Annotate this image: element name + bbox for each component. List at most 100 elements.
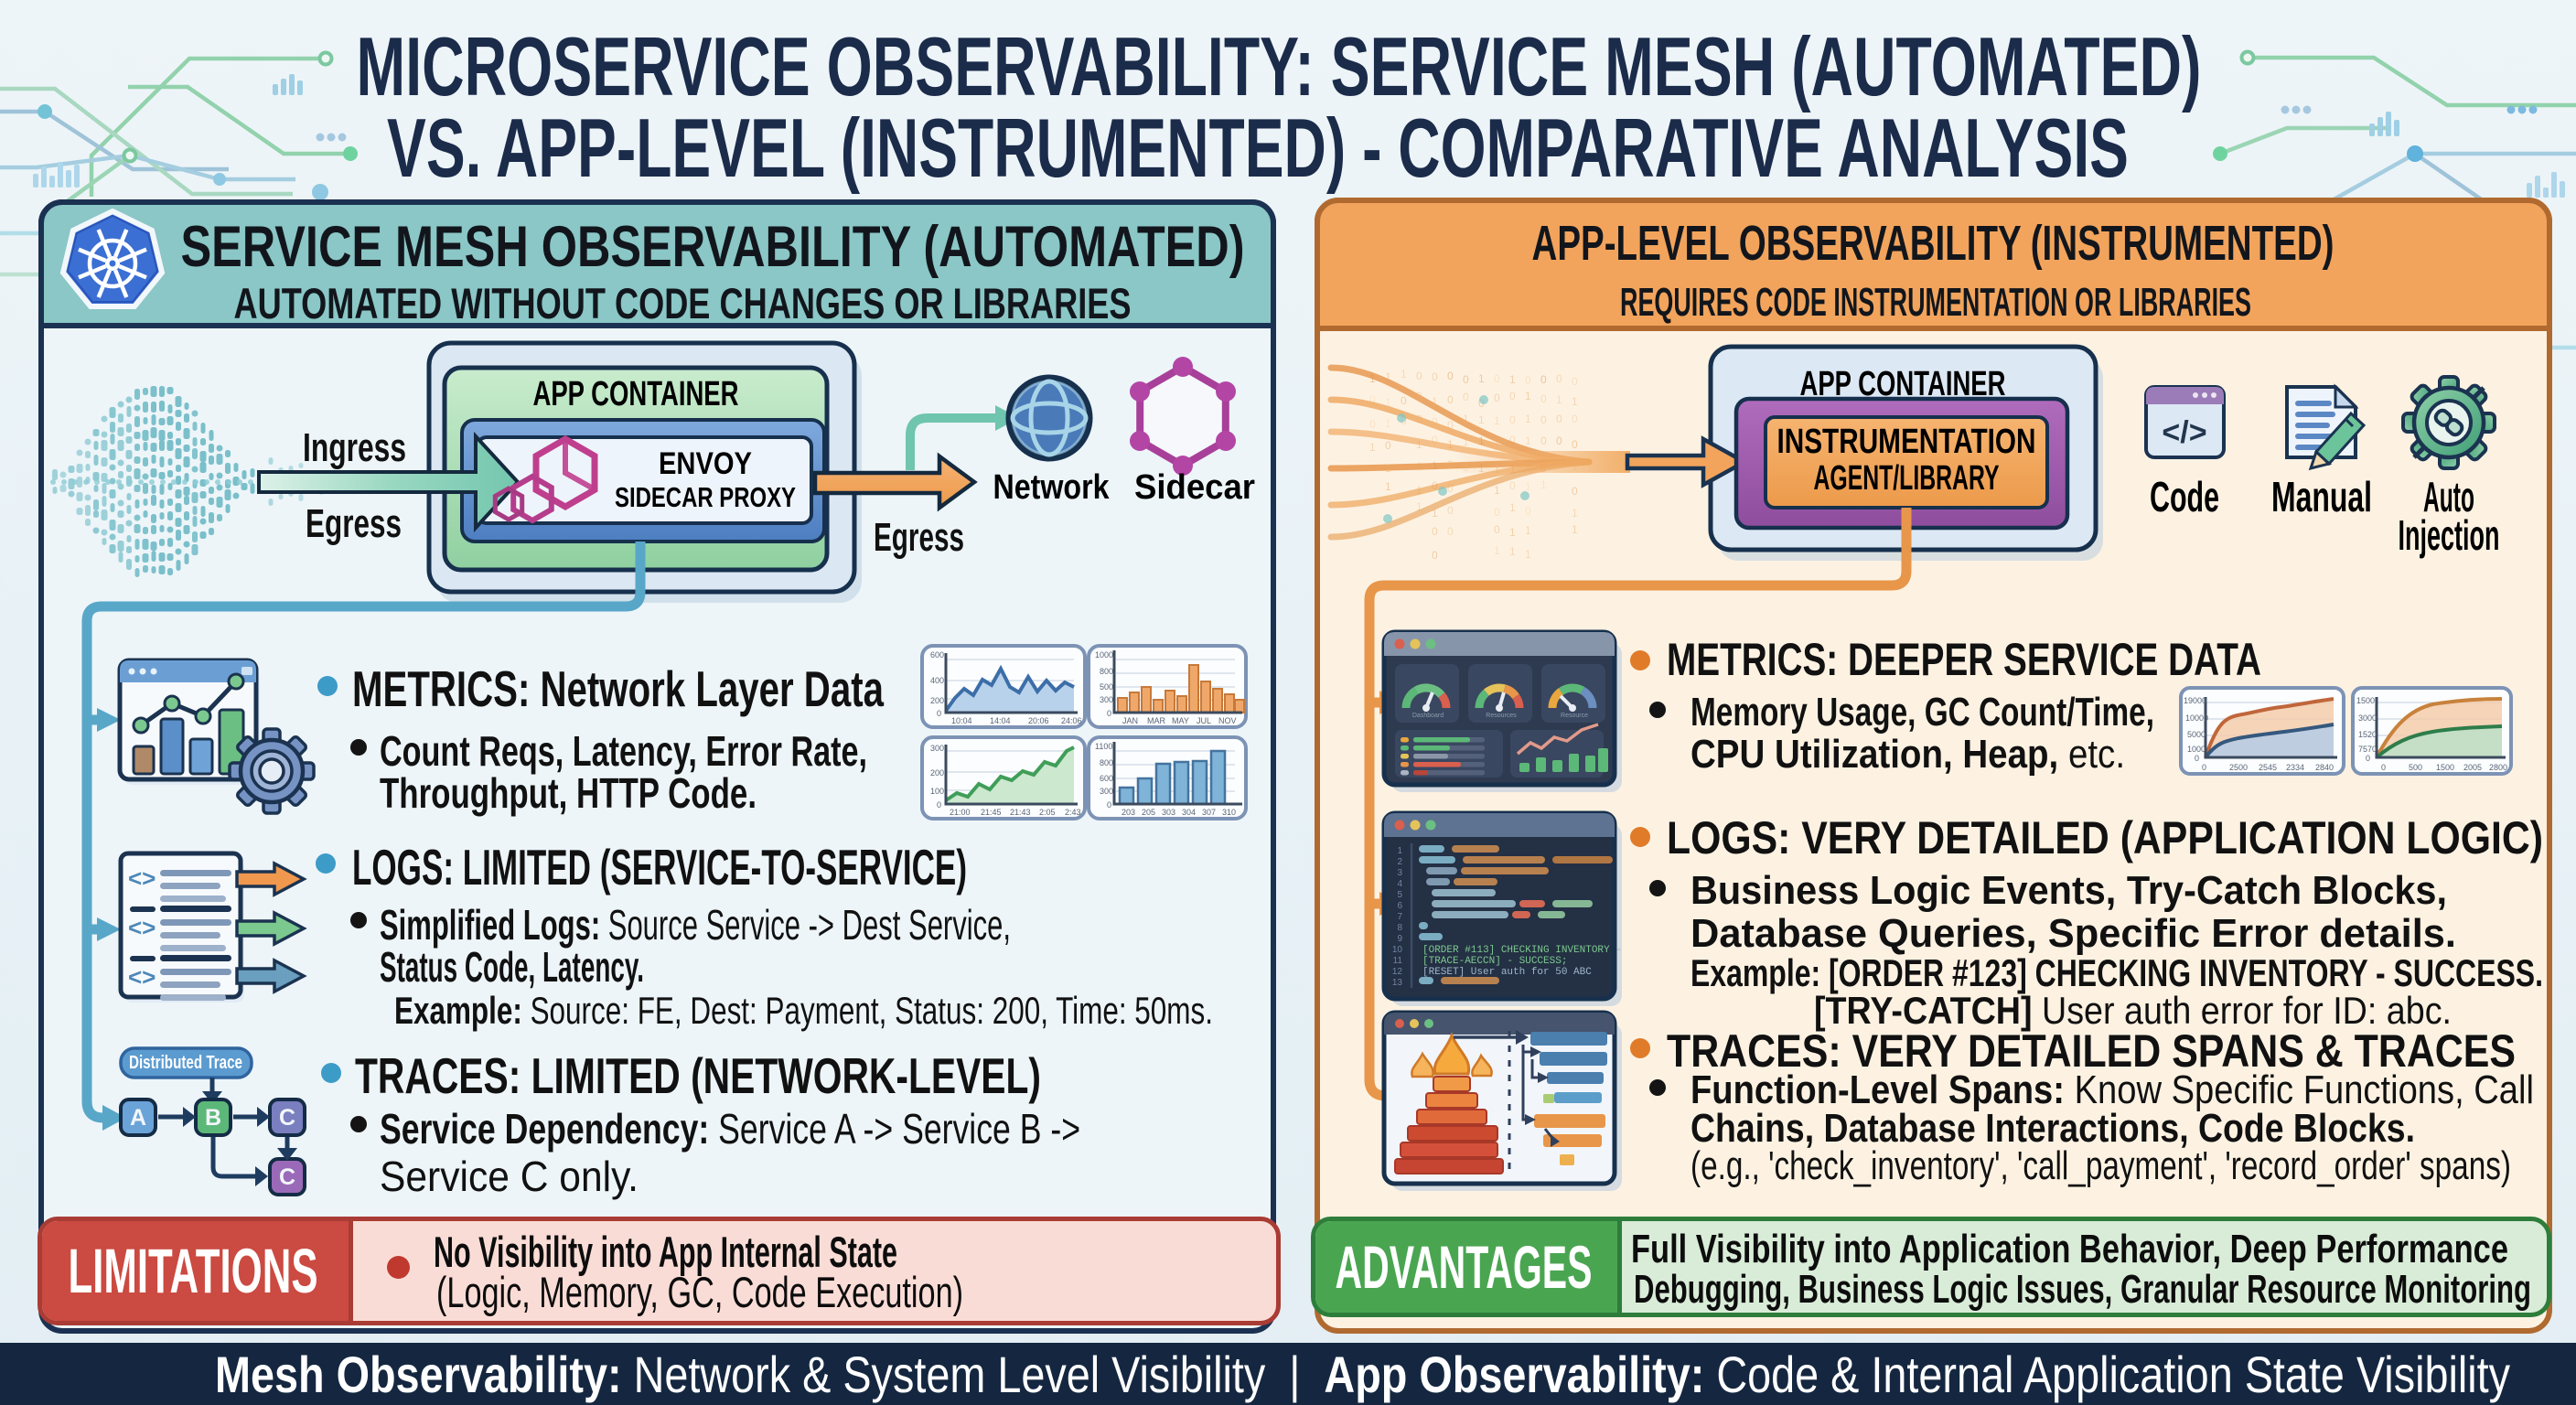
svg-text:Distributed Trace: Distributed Trace [129,1053,242,1073]
svg-text:4: 4 [1397,879,1402,889]
svg-text:0: 0 [1556,372,1562,385]
svg-text:0: 0 [1540,392,1547,405]
svg-text:0: 0 [937,709,941,718]
svg-text:800: 800 [1100,758,1113,767]
svg-text:2: 2 [1397,857,1402,867]
svg-text:<>: <> [128,914,156,941]
svg-text:0: 0 [1509,413,1516,426]
svg-text:1: 1 [1385,462,1391,475]
svg-text:21:00: 21:00 [950,808,971,817]
svg-text:Resource: Resource [1561,713,1588,719]
svg-text:0: 0 [1525,374,1531,387]
svg-text:5: 5 [1397,890,1402,900]
svg-text:1: 1 [1525,480,1531,493]
svg-text:0: 0 [1447,482,1454,495]
svg-text:300: 300 [930,744,944,753]
svg-text:0: 0 [1447,504,1454,517]
svg-text:0: 0 [1432,525,1438,538]
svg-text:1500: 1500 [2356,696,2375,705]
svg-text:1: 1 [1432,395,1438,408]
svg-text:2:05: 2:05 [1039,808,1056,817]
svg-text:1100: 1100 [1095,742,1112,751]
svg-text:1: 1 [1478,434,1485,447]
svg-text:3000: 3000 [2358,713,2377,723]
svg-text:0: 0 [1556,434,1562,447]
svg-text:1: 1 [1369,441,1376,454]
svg-text:C: C [279,1164,295,1190]
svg-text:1: 1 [1509,373,1516,386]
svg-text:0: 0 [1494,523,1500,536]
svg-text:0: 0 [1572,438,1578,451]
svg-text:2500: 2500 [2229,763,2248,772]
svg-text:8: 8 [1397,923,1402,933]
svg-text:0: 0 [1107,709,1111,718]
svg-text:0: 0 [1447,525,1454,538]
svg-text:<>: <> [128,864,156,892]
svg-text:0: 0 [1509,434,1516,446]
svg-text:0: 0 [1540,434,1547,447]
svg-text:2840: 2840 [2315,763,2334,772]
svg-text:0: 0 [1494,506,1500,519]
svg-text:1: 1 [1447,438,1454,451]
svg-text:1500: 1500 [2436,763,2454,772]
svg-text:MAR: MAR [1147,716,1166,725]
svg-text:5000: 5000 [2187,730,2206,739]
svg-text:0: 0 [1494,391,1500,404]
svg-text:0: 0 [1385,439,1391,452]
svg-text:0: 0 [2381,763,2386,772]
svg-text:1: 1 [1385,417,1391,430]
svg-text:0: 0 [1416,460,1422,473]
svg-text:1000: 1000 [2187,745,2206,754]
svg-text:0: 0 [2202,763,2206,772]
svg-text:9: 9 [1397,934,1402,944]
svg-text:21:45: 21:45 [981,808,1002,817]
svg-text:1520: 1520 [2358,730,2377,739]
svg-text:</>: </> [2162,415,2206,450]
svg-text:0: 0 [1540,373,1547,386]
svg-text:0: 0 [2366,754,2370,763]
svg-text:1: 1 [1509,526,1516,539]
svg-text:10: 10 [1392,945,1403,955]
svg-text:1: 1 [1416,500,1422,513]
svg-text:1: 1 [1463,435,1469,448]
svg-text:B: B [205,1105,221,1131]
svg-text:0: 0 [1525,457,1531,470]
svg-text:0: 0 [1447,370,1454,382]
svg-text:MAY: MAY [1172,716,1189,725]
svg-text:1: 1 [1385,480,1391,493]
svg-text:1: 1 [1509,545,1516,558]
svg-text:1: 1 [1525,524,1531,537]
svg-text:303: 303 [1162,808,1175,817]
svg-text:2005: 2005 [2463,763,2482,772]
svg-text:1: 1 [1397,846,1402,856]
svg-text:7570: 7570 [2358,745,2377,754]
svg-text:400: 400 [930,676,944,685]
svg-text:300: 300 [1100,695,1113,704]
svg-text:24:06: 24:06 [1061,716,1082,725]
svg-text:10:04: 10:04 [951,716,972,725]
svg-text:2:43: 2:43 [1065,808,1081,817]
svg-text:1: 1 [1385,370,1391,383]
svg-text:19000: 19000 [2184,696,2206,705]
svg-text:600: 600 [1100,774,1113,783]
svg-text:1: 1 [1416,484,1422,497]
svg-text:500: 500 [1100,682,1113,692]
svg-text:0: 0 [1463,373,1469,386]
svg-text:1: 1 [1494,463,1500,476]
svg-text:0: 0 [1432,549,1438,562]
svg-text:A: A [130,1105,146,1131]
svg-text:304: 304 [1182,808,1196,817]
svg-text:1: 1 [1463,413,1469,425]
svg-text:3: 3 [1397,868,1402,878]
svg-text:1: 1 [1494,440,1500,453]
svg-text:0: 0 [1572,413,1578,425]
svg-text:1: 1 [1525,434,1531,447]
svg-text:0: 0 [1401,394,1407,407]
svg-text:0: 0 [1494,372,1500,385]
svg-text:1: 1 [1525,548,1531,561]
svg-text:1: 1 [1509,501,1516,514]
svg-text:1: 1 [1385,396,1391,409]
svg-text:0: 0 [1540,462,1547,475]
svg-text:12: 12 [1392,967,1403,977]
svg-text:1: 1 [1572,523,1578,536]
